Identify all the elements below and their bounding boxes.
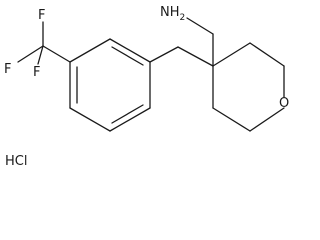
- ch2-quaternary-bond: [177, 46, 214, 67]
- cf-bond-bottom: [37, 45, 44, 65]
- amine-label: NH2: [160, 5, 185, 23]
- cf-bond-left: [17, 45, 44, 63]
- aminomethyl-group: [186, 17, 214, 67]
- cf3-aryl-bond: [42, 45, 71, 63]
- trifluoromethyl-group: [17, 21, 71, 65]
- thp-bond-2: [249, 42, 285, 67]
- ring-bond-2: [69, 107, 111, 132]
- ring-bond-3: [109, 107, 151, 132]
- fluorine-left-label: F: [4, 62, 11, 77]
- ring-double-bond-3: [111, 46, 144, 66]
- ring-bond-6: [69, 38, 111, 63]
- ring-bond-5: [109, 38, 151, 63]
- chemical-structure: F F F NH2 O HCl: [4, 5, 289, 169]
- thp-bond-5: [212, 107, 251, 132]
- fluorine-bottom-label: F: [33, 65, 40, 80]
- ch2-nitrogen-bond: [186, 17, 214, 35]
- thp-bond-4: [249, 107, 285, 132]
- thp-bond-1: [212, 42, 251, 67]
- hcl-salt-label: HCl: [5, 154, 27, 169]
- amine-subscript: 2: [180, 13, 186, 23]
- fluorine-top-label: F: [38, 8, 45, 23]
- amine-nh-text: NH: [160, 5, 180, 20]
- aryl-ch2-bond: [149, 46, 179, 63]
- tetrahydropyran-ring: [212, 42, 285, 132]
- ring-oxygen-label: O: [279, 96, 289, 111]
- benzene-ring: [69, 38, 151, 132]
- ring-double-bond-2: [111, 104, 144, 124]
- benzyl-linker: [149, 46, 214, 67]
